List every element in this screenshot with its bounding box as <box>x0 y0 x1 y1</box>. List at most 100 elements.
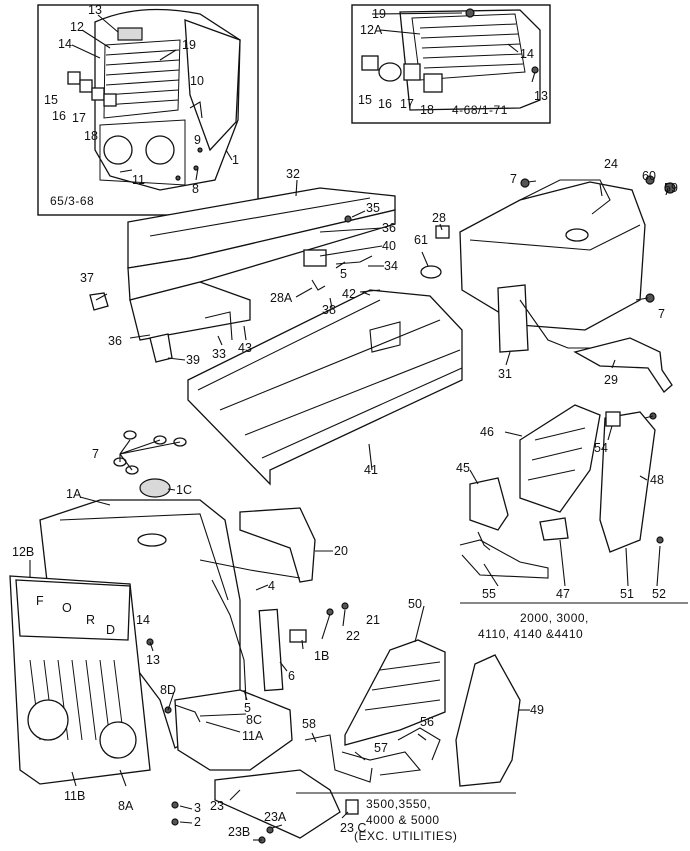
label-22: 22 <box>346 629 360 643</box>
label-38: 38 <box>322 303 336 317</box>
label-14c: 14 <box>136 613 150 627</box>
label-8: 8 <box>192 182 199 196</box>
label-56: 56 <box>420 715 434 729</box>
label-36b: 36 <box>108 334 122 348</box>
caption-group-a-line1: 2000, 3000, <box>520 611 589 625</box>
label-28: 28 <box>432 211 446 225</box>
label-3: 3 <box>194 801 201 815</box>
label-58: 58 <box>302 717 316 731</box>
label-19b: 19 <box>372 7 386 21</box>
label-21: 21 <box>366 613 380 627</box>
label-8c: 8C <box>246 713 262 727</box>
label-12b: 12B <box>12 545 34 559</box>
captions: 65/3-68 4-68/1-71 2000, 3000, 4110, 4140… <box>50 103 589 843</box>
caption-group-a-line2: 4110, 4140 &4410 <box>478 627 583 641</box>
inset-box-right <box>351 4 551 124</box>
label-50: 50 <box>408 597 422 611</box>
label-12a: 12A <box>360 23 383 37</box>
label-6: 6 <box>288 669 295 683</box>
label-13b: 13 <box>534 89 548 103</box>
label-31: 31 <box>498 367 512 381</box>
label-59: 59 <box>664 181 678 195</box>
label-34: 34 <box>384 259 398 273</box>
lower-pan <box>171 769 359 844</box>
label-12: 12 <box>70 20 84 34</box>
label-45: 45 <box>456 461 470 475</box>
label-39: 39 <box>186 353 200 367</box>
label-19a: 19 <box>182 38 196 52</box>
part-labels: 13 12 14 19 15 16 17 18 10 9 1 11 8 19 1… <box>12 3 678 839</box>
badge-letter-o: O <box>62 601 72 615</box>
label-17b: 17 <box>400 97 414 111</box>
label-14b: 14 <box>520 47 534 61</box>
label-7b: 7 <box>658 307 665 321</box>
label-1b: 1B <box>314 649 329 663</box>
grille-assembly-inset-right <box>361 8 541 111</box>
label-1a: 1A <box>66 487 82 501</box>
label-20: 20 <box>334 544 348 558</box>
label-4: 4 <box>268 579 275 593</box>
label-8d: 8D <box>160 683 176 697</box>
hood-side-panel <box>187 289 463 486</box>
fuel-tank-upper <box>459 179 646 353</box>
caption-inset-left: 65/3-68 <box>50 194 94 208</box>
label-1: 1 <box>232 153 239 167</box>
label-61: 61 <box>414 233 428 247</box>
label-49: 49 <box>530 703 544 717</box>
badge-letter-d: D <box>106 623 115 637</box>
label-24: 24 <box>604 157 618 171</box>
badge-letter-f: F <box>36 594 44 608</box>
label-18b: 18 <box>420 103 434 117</box>
label-16b: 16 <box>378 97 392 111</box>
label-23a: 23A <box>264 810 287 824</box>
label-28a: 28A <box>270 291 293 305</box>
label-40: 40 <box>382 239 396 253</box>
label-1c: 1C <box>176 483 192 497</box>
label-13c: 13 <box>146 653 160 667</box>
label-11: 11 <box>132 173 145 187</box>
label-46: 46 <box>480 425 494 439</box>
label-55: 55 <box>482 587 496 601</box>
badge-letter-r: R <box>86 613 95 627</box>
label-13a: 13 <box>88 3 102 17</box>
label-35: 35 <box>366 201 380 215</box>
grille-assembly-inset-left <box>67 8 241 191</box>
label-11b: 11B <box>64 789 85 803</box>
label-16a: 16 <box>52 109 66 123</box>
inset-box-left <box>37 4 259 216</box>
label-15a: 15 <box>44 93 58 107</box>
caption-group-b-line2: 4000 & 5000 <box>366 813 440 827</box>
label-32: 32 <box>286 167 300 181</box>
caption-group-b-line3: (EXC. UTILITIES) <box>354 829 457 843</box>
caption-inset-right: 4-68/1-71 <box>452 103 508 117</box>
label-57: 57 <box>374 741 388 755</box>
label-9: 9 <box>194 133 201 147</box>
label-7a: 7 <box>510 172 517 186</box>
label-10: 10 <box>190 74 204 88</box>
label-43: 43 <box>238 341 252 355</box>
label-2: 2 <box>194 815 201 829</box>
label-5b: 5 <box>244 701 251 715</box>
fender-group-a <box>459 404 664 579</box>
label-14a: 14 <box>58 37 72 51</box>
label-48: 48 <box>650 473 664 487</box>
ford-badge: F O R D <box>36 594 115 637</box>
caption-group-b-line1: 3500,3550, <box>366 797 431 811</box>
label-23c: 23 C <box>340 821 366 835</box>
label-5: 5 <box>340 267 347 281</box>
label-15b: 15 <box>358 93 372 107</box>
fuel-tank-brackets <box>146 507 349 723</box>
label-36a: 36 <box>382 221 396 235</box>
fender-group-b <box>304 639 521 787</box>
label-23: 23 <box>210 799 224 813</box>
label-33: 33 <box>212 347 226 361</box>
label-41: 41 <box>364 463 378 477</box>
label-52: 52 <box>652 587 666 601</box>
label-54: 54 <box>594 441 608 455</box>
label-51: 51 <box>620 587 634 601</box>
bracket-29 <box>573 337 673 393</box>
label-47: 47 <box>556 587 570 601</box>
hood-hardware <box>89 175 676 363</box>
